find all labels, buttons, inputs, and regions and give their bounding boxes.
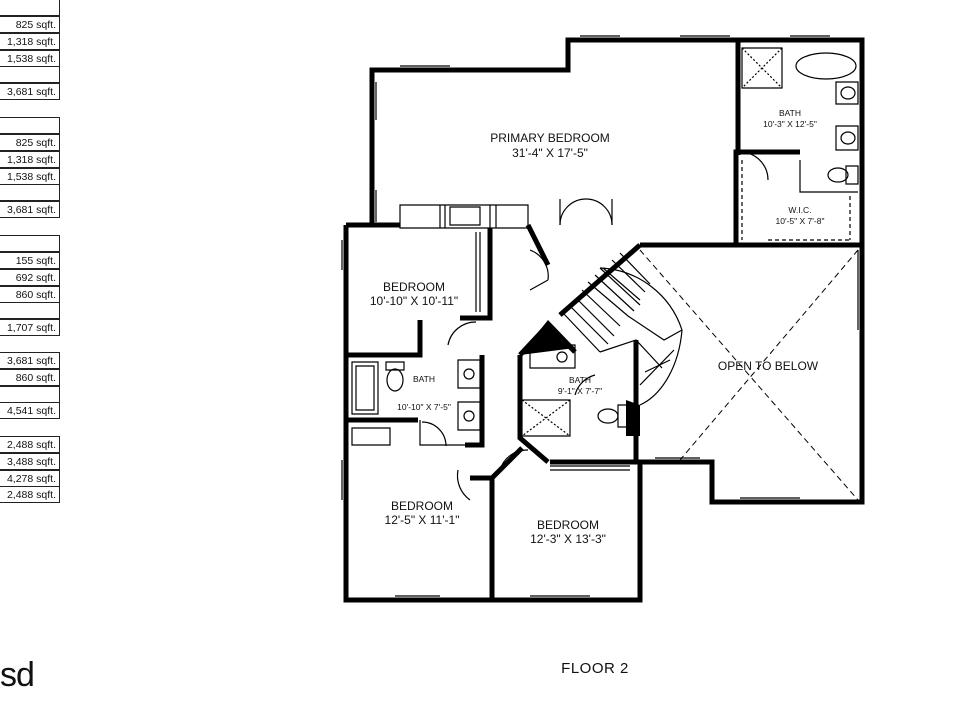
sqft-cell: 155 sqft.	[0, 252, 60, 269]
open-to-below-area	[639, 249, 859, 501]
brand-logo-fragment: sd	[0, 656, 35, 694]
sqft-cell: 3,488 sqft.	[0, 452, 60, 470]
wall-fill-corner	[626, 400, 640, 436]
bedroom-1-name: BEDROOM	[383, 280, 445, 294]
sqft-cell: 825 sqft.	[0, 16, 60, 33]
sqft-cell: 1,318 sqft.	[0, 32, 60, 50]
primary-bath-dims: 10'-3" X 12'-5"	[763, 119, 817, 129]
bedroom-3-dims: 12'-3" X 13'-3"	[530, 532, 606, 546]
wall-fill-wedge	[520, 320, 575, 355]
sqft-cell: 1,538 sqft.	[0, 167, 60, 185]
bath-2-dims: 9'-1" X 7'-7"	[558, 386, 602, 396]
thin-walls	[341, 35, 863, 601]
sqft-cell: 2,488 sqft.	[0, 486, 60, 504]
bath-1-name: BATH	[413, 374, 435, 384]
sqft-table: 825 sqft.1,318 sqft.1,538 sqft.3,681 sqf…	[0, 0, 62, 520]
sqft-cell	[0, 385, 60, 403]
primary-bedroom-dims: 31'-4" X 17'-5"	[512, 146, 588, 160]
bedroom-1-dims: 10'-10" X 10'-11"	[370, 294, 458, 308]
sqft-cell	[0, 302, 60, 320]
wic-name: W.I.C.	[788, 205, 811, 215]
sqft-cell: 1,318 sqft.	[0, 150, 60, 168]
sqft-cell: 4,278 sqft.	[0, 469, 60, 487]
sqft-cell: 3,681 sqft.	[0, 352, 60, 369]
sqft-cell	[0, 66, 60, 84]
sqft-cell: 1,707 sqft.	[0, 319, 60, 337]
primary-bath-name: BATH	[779, 108, 801, 118]
bath-1-dims: 10'-10" X 7'-5"	[397, 402, 451, 412]
bedroom-2-name: BEDROOM	[391, 499, 453, 513]
sqft-cell: 2,488 sqft.	[0, 436, 60, 453]
sqft-cell: 3,681 sqft.	[0, 201, 60, 219]
bath-2-name: BATH	[569, 375, 591, 385]
floor-title: FLOOR 2	[561, 660, 629, 677]
sqft-cell: 3,681 sqft.	[0, 83, 60, 101]
sqft-cell: 860 sqft.	[0, 368, 60, 386]
bedroom-3-name: BEDROOM	[537, 518, 599, 532]
wic-dims: 10'-5" X 7'-8"	[776, 216, 825, 226]
sqft-cell: 825 sqft.	[0, 134, 60, 151]
sqft-cell: 4,541 sqft.	[0, 402, 60, 420]
sqft-header-cell	[0, 117, 60, 135]
primary-bedroom-name: PRIMARY BEDROOM	[490, 131, 610, 145]
sqft-header-cell	[0, 0, 60, 17]
open-to-below-label: OPEN TO BELOW	[718, 359, 819, 373]
staircase	[559, 244, 683, 406]
sqft-cell: 1,538 sqft.	[0, 49, 60, 67]
sqft-cell: 860 sqft.	[0, 285, 60, 303]
sqft-cell: 692 sqft.	[0, 268, 60, 286]
sqft-cell	[0, 184, 60, 202]
sqft-header-cell	[0, 235, 60, 253]
bedroom-2-dims: 12'-5" X 11'-1"	[385, 513, 460, 527]
